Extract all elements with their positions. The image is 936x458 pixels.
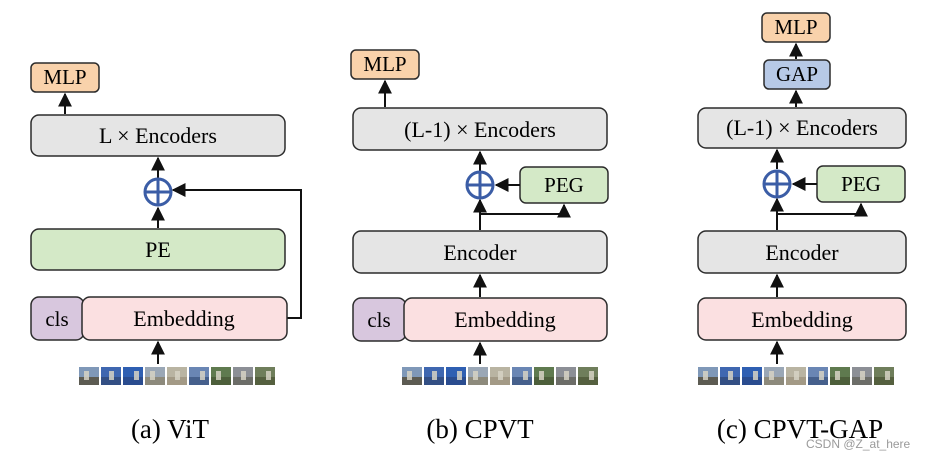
image-patch <box>255 367 275 385</box>
gap-encoders-label: (L-1) × Encoders <box>726 115 878 140</box>
cpvt-image-patches-icon <box>402 367 598 385</box>
cpvt-mlp-box <box>350 49 420 80</box>
vit-mlp-label: MLP <box>43 65 86 89</box>
cpvt-encoders-label: (L-1) × Encoders <box>404 117 556 142</box>
vit-embedding-box <box>81 296 288 341</box>
cpvt-encoder-box <box>352 230 608 274</box>
image-patch <box>123 367 143 385</box>
gap-gap-box <box>763 59 831 90</box>
gap-add-icon <box>762 169 792 199</box>
image-patch <box>189 367 209 385</box>
image-patch <box>786 367 806 385</box>
image-patch <box>830 367 850 385</box>
vit-caption: (a) ViT <box>131 414 210 444</box>
image-patch <box>101 367 121 385</box>
cpvt-encoder-label: Encoder <box>443 240 517 265</box>
vit-encoders-label: L × Encoders <box>99 123 217 148</box>
cpvt-mlp-label: MLP <box>363 52 406 76</box>
panel-vit: MLP L × Encoders PE cls Embedding (a) Vi… <box>30 62 302 444</box>
image-patch <box>578 367 598 385</box>
gap-caption: (c) CPVT-GAP <box>717 414 883 444</box>
gap-encoders-box <box>697 107 907 149</box>
watermark: CSDN @Z_at_here <box>806 437 911 451</box>
vit-add-icon <box>143 177 173 207</box>
image-patch <box>742 367 762 385</box>
image-patch <box>446 367 466 385</box>
vit-mlp-box <box>30 62 100 93</box>
vit-embedding-label: Embedding <box>133 306 234 331</box>
cpvt-branch-line <box>479 203 571 230</box>
image-patch <box>698 367 718 385</box>
cpvt-embedding-label: Embedding <box>454 307 555 332</box>
vit-pe-label: PE <box>145 237 171 262</box>
gap-encoder-box <box>697 230 907 274</box>
image-patch <box>874 367 894 385</box>
cpvt-peg-label: PEG <box>544 173 584 197</box>
gap-embedding-label: Embedding <box>751 307 852 332</box>
cpvt-caption: (b) CPVT <box>426 414 534 444</box>
image-patch <box>808 367 828 385</box>
vit-skip-connection <box>171 183 302 319</box>
gap-image-patches-icon <box>698 367 894 385</box>
image-patch <box>211 367 231 385</box>
cpvt-cls-label: cls <box>367 308 390 332</box>
gap-embedding-box <box>697 297 907 341</box>
image-patch <box>852 367 872 385</box>
gap-peg-label: PEG <box>841 172 881 196</box>
image-patch <box>490 367 510 385</box>
image-patch <box>534 367 554 385</box>
cpvt-add-icon <box>465 170 495 200</box>
gap-encoder-label: Encoder <box>765 240 839 265</box>
image-patch <box>167 367 187 385</box>
gap-gap-label: GAP <box>776 62 818 86</box>
gap-branch-line <box>776 202 868 230</box>
vit-image-patches-icon <box>79 367 275 385</box>
cpvt-embedding-box <box>403 297 608 342</box>
panel-cpvt-gap: MLP GAP (L-1) × Encoders PEG Encoder Emb… <box>697 12 907 444</box>
panel-cpvt: MLP (L-1) × Encoders PEG Encoder cls Emb… <box>350 49 609 444</box>
gap-mlp-label: MLP <box>774 15 817 39</box>
image-patch <box>556 367 576 385</box>
image-patch <box>233 367 253 385</box>
image-patch <box>402 367 422 385</box>
image-patch <box>468 367 488 385</box>
cpvt-encoders-box <box>352 107 608 151</box>
image-patch <box>764 367 784 385</box>
vit-encoders-box <box>30 114 286 157</box>
gap-mlp-box <box>761 12 831 43</box>
image-patch <box>79 367 99 385</box>
image-patch <box>424 367 444 385</box>
vit-pe-box <box>30 228 286 271</box>
image-patch <box>720 367 740 385</box>
vit-cls-label: cls <box>45 307 68 331</box>
image-patch <box>145 367 165 385</box>
image-patch <box>512 367 532 385</box>
